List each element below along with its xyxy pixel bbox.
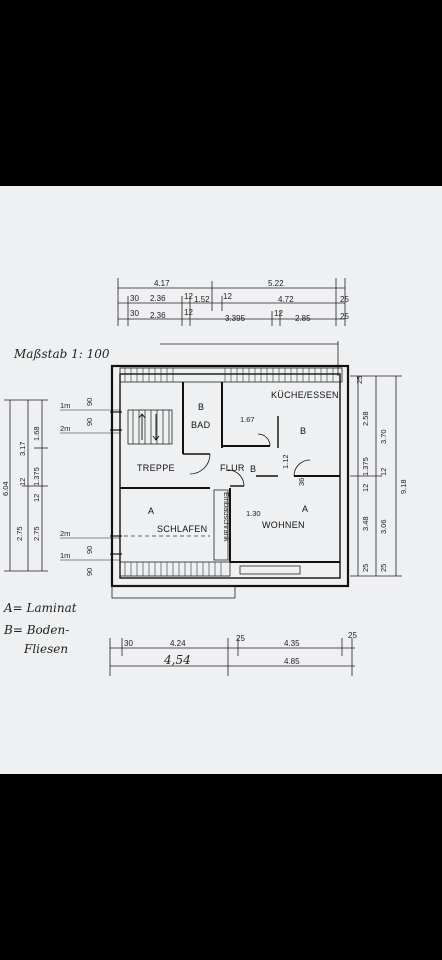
dim-right-306: 3.06 — [379, 519, 388, 534]
dim-top-r3-5: 2.85 — [295, 314, 311, 323]
dim-top-522: 5.22 — [268, 279, 284, 288]
level-v1: 90 — [85, 398, 94, 406]
dim-top-r2-4: 12 — [223, 292, 232, 301]
legend-a: A= Laminat — [3, 601, 77, 615]
top-dimension-chains: 4.17 5.22 30 2.36 12 1.52 12 4.72 25 30 … — [117, 278, 349, 326]
dim-left-12a: 12 — [18, 478, 27, 486]
dim-bottom-454: 4,54 — [163, 653, 191, 667]
dim-top-r3-3: 3.395 — [225, 314, 246, 323]
room-label-schlafen: SCHLAFEN — [157, 524, 207, 534]
dim-top-r3-6: 25 — [340, 312, 349, 321]
dim-bottom-485: 4.85 — [284, 657, 300, 666]
level-v2: 90 — [85, 418, 94, 426]
room-dim-kueche-width: 1.67 — [240, 415, 255, 424]
dim-right-12a: 12 — [361, 484, 370, 492]
floor-plan-photo: Maßstab 1: 100 4.17 5.22 30 2.36 12 1.52… — [0, 186, 442, 774]
dim-left-1375: 1.375 — [32, 467, 41, 486]
level-2m-bottom: 2m — [60, 529, 70, 538]
room-label-bad: BAD — [191, 420, 211, 430]
scale-label: Maßstab 1: 100 — [13, 347, 110, 361]
level-marks: 1m 2m 2m 1m 90 90 90 90 — [60, 398, 120, 576]
dim-bottom-30: 30 — [124, 639, 133, 648]
dim-left-317: 3.17 — [18, 441, 27, 456]
room-label-treppe: TREPPE — [137, 463, 175, 473]
room-label-kueche: KÜCHE/ESSEN — [271, 390, 339, 400]
dim-left-168: 1.68 — [32, 426, 41, 441]
dim-left-604: 6.04 — [1, 481, 10, 496]
dim-top-r2-3: 1.52 — [194, 295, 210, 304]
dim-bottom-435: 4.35 — [284, 639, 300, 648]
dim-left-12b: 12 — [32, 494, 41, 502]
dim-top-r2-1: 2.36 — [150, 294, 166, 303]
dim-right-25b: 25 — [361, 564, 370, 572]
dim-top-r3-0: 30 — [130, 309, 139, 318]
dim-bottom-25a: 25 — [236, 634, 245, 643]
level-1m-top: 1m — [60, 401, 70, 410]
dim-top-r3-2: 12 — [184, 308, 193, 317]
level-v3: 90 — [85, 546, 94, 554]
dim-right-25a: 25 — [355, 376, 364, 384]
right-dimension-chains: 25 2.58 1.375 12 3.48 25 9.18 3.70 12 3.… — [350, 375, 408, 577]
room-labels: BAD B KÜCHE/ESSEN B TREPPE FLUR B SCHLAF… — [137, 390, 339, 542]
dim-right-918: 9.18 — [399, 479, 408, 494]
bottom-dimension-chains: 30 4.24 25 4.35 25 4,54 4.85 — [109, 631, 357, 676]
dim-top-r2-2: 12 — [184, 292, 193, 301]
room-label-flur: FLUR — [220, 463, 245, 473]
left-dimension-chains: 6.04 3.17 12 1.375 1.68 12 2.75 2.75 — [1, 399, 48, 572]
dim-bottom-25b: 25 — [348, 631, 357, 640]
room-label-wohnen: WOHNEN — [262, 520, 305, 530]
floor-code-kueche: B — [300, 426, 306, 436]
dim-right-370: 3.70 — [379, 429, 388, 444]
dim-top-r3-1: 2.36 — [150, 311, 166, 320]
dim-top-r2-5: 4.72 — [278, 295, 294, 304]
level-1m-bottom: 1m — [60, 551, 70, 560]
legend-b-line2: Fliesen — [23, 642, 68, 656]
room-dim-flur-height: 1.12 — [281, 454, 290, 469]
dim-top-417: 4.17 — [154, 279, 170, 288]
dim-right-348: 3.48 — [361, 516, 370, 531]
level-v4: 90 — [85, 568, 94, 576]
dim-top-r2-0: 30 — [130, 294, 139, 303]
dim-top-r2-6: 25 — [340, 295, 349, 304]
floor-plan-drawing: Maßstab 1: 100 4.17 5.22 30 2.36 12 1.52… — [1, 278, 408, 676]
interior-walls — [110, 382, 340, 575]
floor-code-flur: B — [250, 464, 256, 474]
floor-code-schlafen: A — [148, 506, 154, 516]
dim-bottom-424: 4.24 — [170, 639, 186, 648]
dim-right-12b: 12 — [379, 468, 388, 476]
dim-top-r3-4: 12 — [274, 309, 283, 318]
dim-right-258: 2.58 — [361, 411, 370, 426]
building-outline — [110, 364, 350, 599]
room-dim-wohnen-width: 1.30 — [246, 509, 261, 518]
dim-right-1375: 1.375 — [361, 457, 370, 476]
flooring-legend: A= Laminat B= Boden- Fliesen — [3, 601, 77, 656]
dim-left-275a: 2.75 — [15, 526, 24, 541]
floor-code-wohnen: A — [302, 504, 308, 514]
floor-code-bad: B — [198, 402, 204, 412]
room-label-einbauschrank: Einbauschrank — [222, 492, 231, 542]
dim-left-275b: 2.75 — [32, 526, 41, 541]
room-dim-wohnen-height: 36 — [297, 478, 306, 486]
dim-right-25c: 25 — [379, 564, 388, 572]
level-2m-top: 2m — [60, 424, 70, 433]
legend-b-line1: B= Boden- — [3, 623, 69, 637]
